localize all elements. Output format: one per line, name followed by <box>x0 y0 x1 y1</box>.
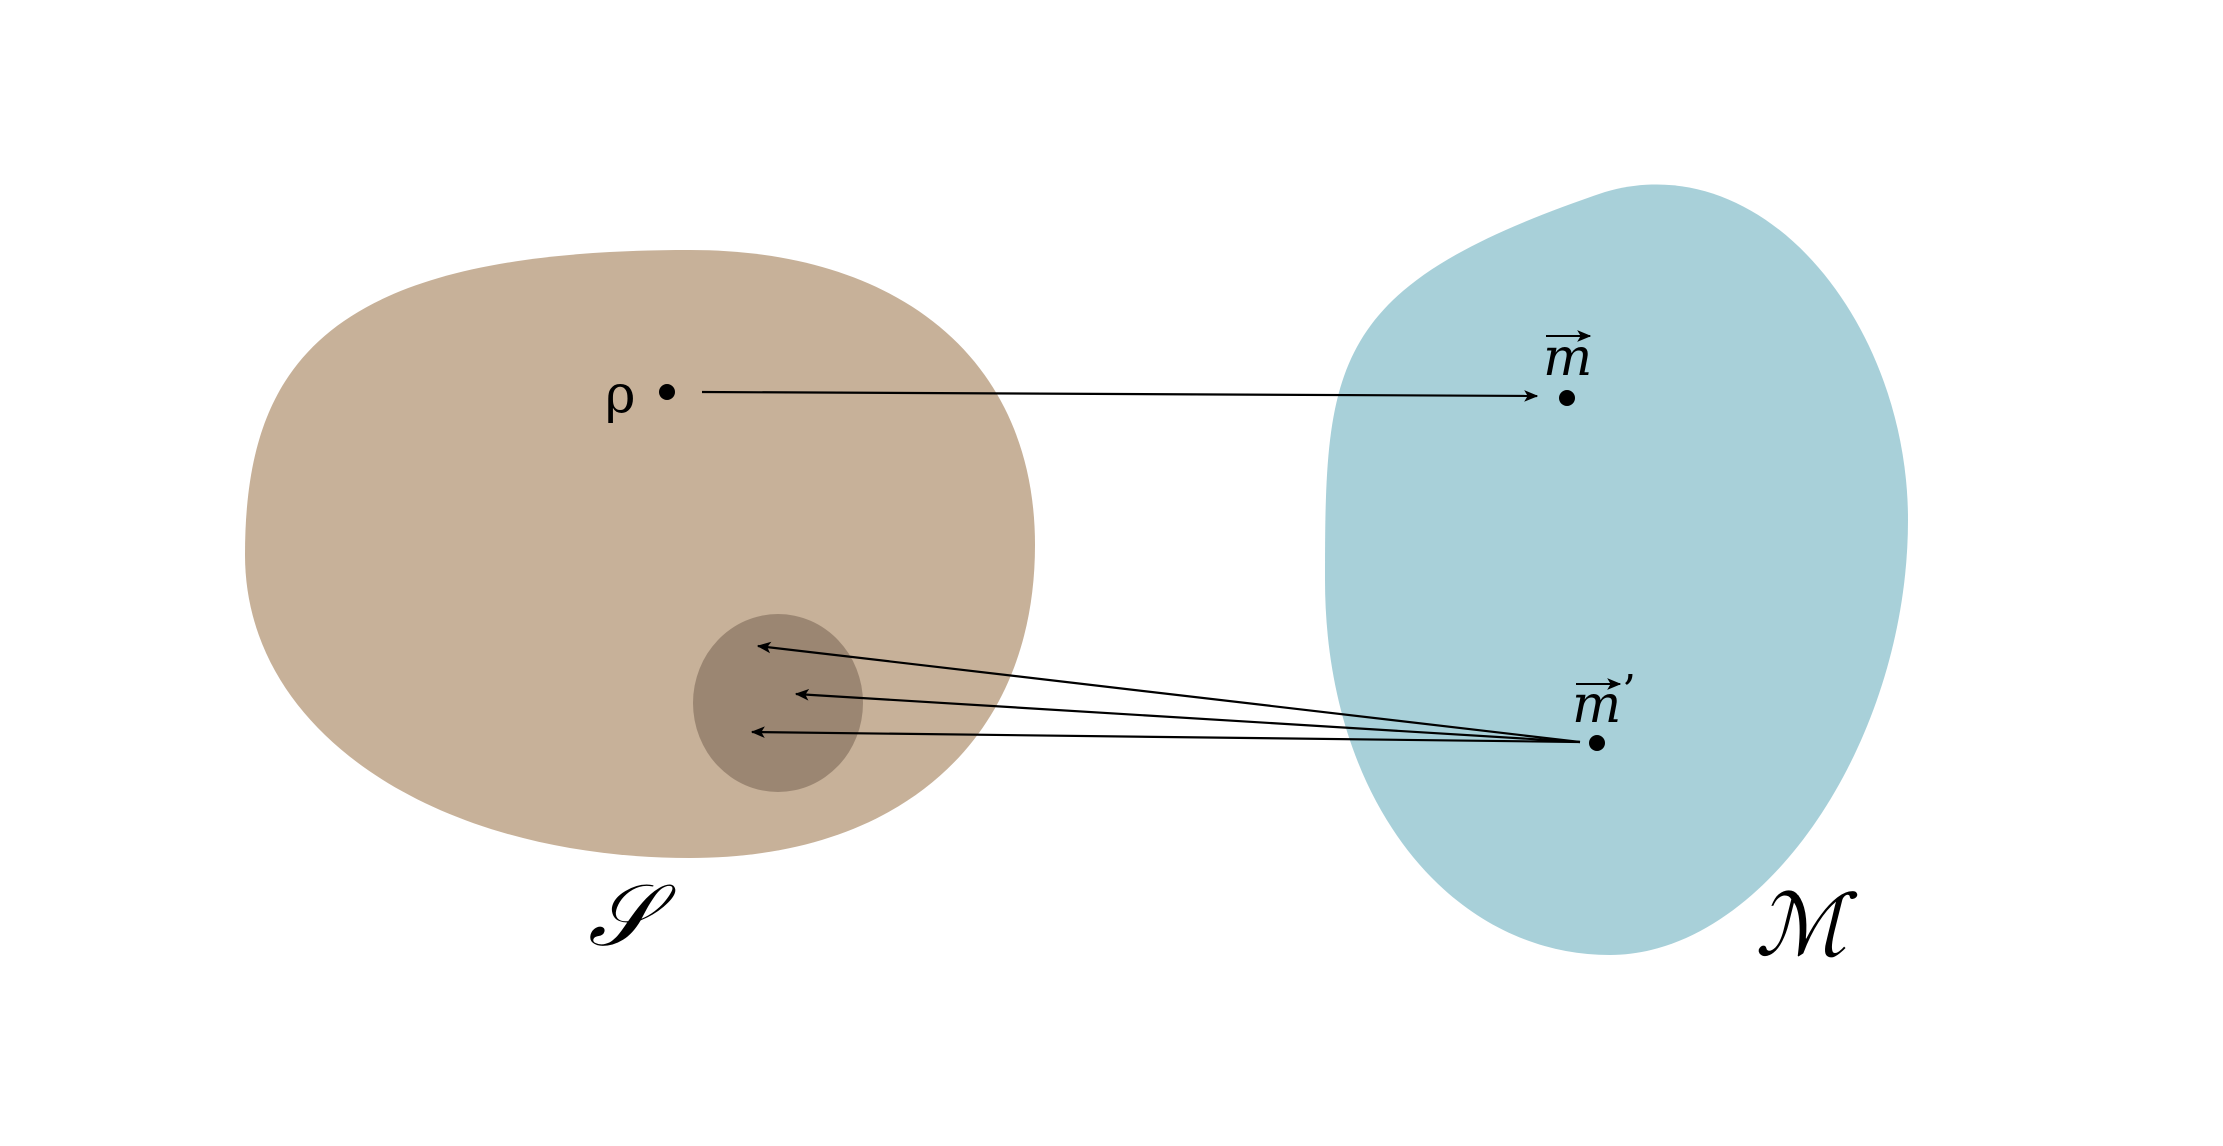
label-set-s: 𝒮 <box>588 866 676 966</box>
arrow-rho-to-m <box>701 390 1539 402</box>
subset-region <box>693 614 863 792</box>
label-m-prime: m <box>1572 675 1621 735</box>
label-rho: ρ <box>605 365 636 425</box>
label-prime: ’ <box>1622 666 1636 717</box>
arrow-m-prime-to-subset-top <box>756 641 1581 744</box>
arrow-m-prime-to-subset-bottom <box>750 726 1581 744</box>
arrow-m-prime-to-subset-middle <box>794 688 1581 744</box>
point-m <box>1559 390 1575 406</box>
point-rho <box>659 384 675 400</box>
point-m-prime <box>1589 735 1605 751</box>
set-s-region <box>245 250 1035 858</box>
set-m-region <box>1325 184 1908 956</box>
label-m: m <box>1543 328 1592 388</box>
label-set-m: ℳ <box>1755 876 1858 976</box>
